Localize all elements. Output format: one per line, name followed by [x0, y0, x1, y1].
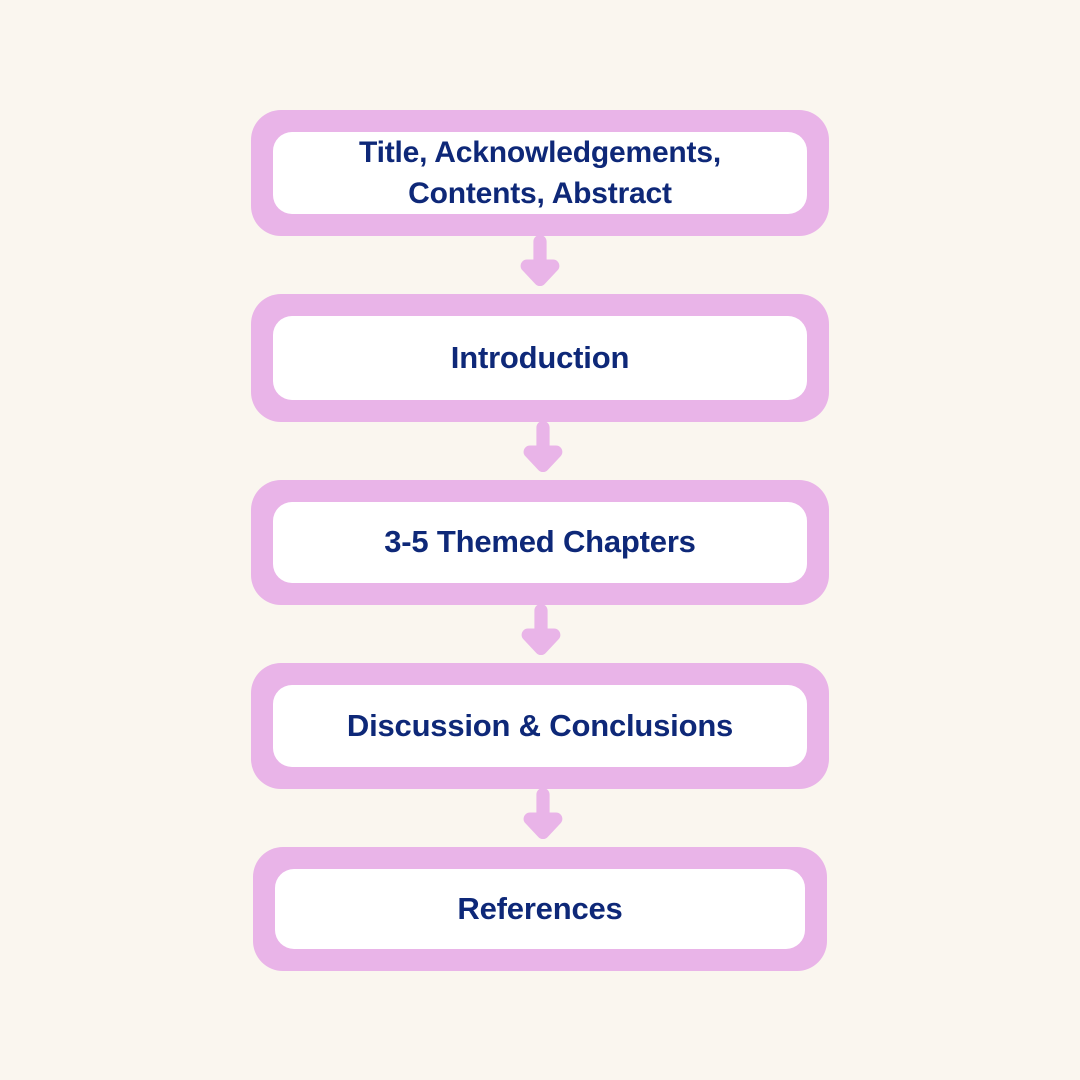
flow-node-inner: Title, Acknowledgements, Contents, Abstr…: [273, 132, 807, 214]
flow-node-discussion-conclusions[interactable]: Discussion & Conclusions: [251, 663, 829, 789]
flow-node-inner: Discussion & Conclusions: [273, 685, 807, 767]
arrow-down-icon: [520, 235, 560, 287]
flow-node-label: 3-5 Themed Chapters: [384, 524, 696, 560]
flow-connector-2: [514, 421, 572, 480]
flow-node-label: Introduction: [450, 339, 630, 375]
flow-node-front-matter[interactable]: Title, Acknowledgements, Contents, Abstr…: [251, 110, 829, 236]
flow-connector-4: [514, 788, 572, 847]
flow-node-references[interactable]: References: [253, 847, 827, 971]
flow-node-inner: 3-5 Themed Chapters: [273, 502, 807, 583]
arrow-down-icon: [523, 421, 563, 473]
arrow-down-icon: [523, 788, 563, 840]
flow-node-label: Title, Acknowledgements, Contents, Abstr…: [359, 135, 721, 210]
flow-node-inner: References: [275, 869, 805, 949]
flow-node-label: Discussion & Conclusions: [346, 707, 734, 743]
flow-node-inner: Introduction: [273, 316, 807, 400]
flow-connector-3: [512, 604, 570, 663]
flow-node-label: References: [457, 890, 623, 926]
arrow-down-icon: [521, 604, 561, 656]
flow-node-themed-chapters[interactable]: 3-5 Themed Chapters: [251, 480, 829, 605]
flow-connector-1: [511, 235, 569, 294]
flow-node-introduction[interactable]: Introduction: [251, 294, 829, 422]
